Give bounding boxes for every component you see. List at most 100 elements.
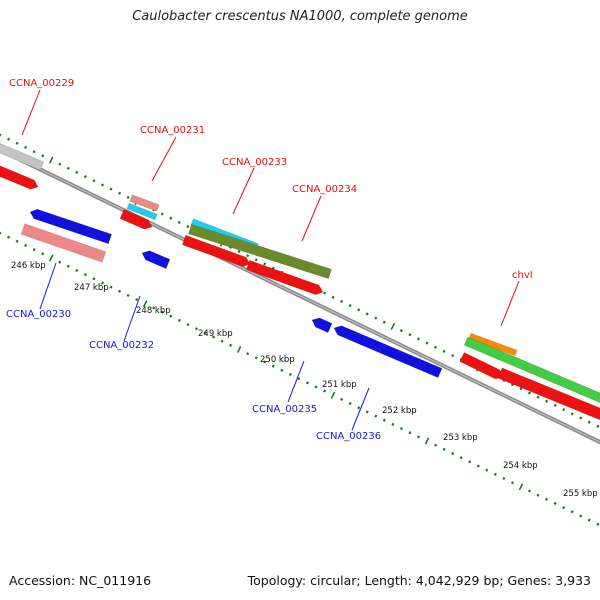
upper-track-minor-tick: [66, 166, 70, 170]
upper-track-minor-tick: [118, 191, 122, 195]
gene-label-ccna00232: CCNA_00232: [89, 340, 154, 351]
lower-track-minor-tick: [553, 501, 557, 506]
lower-track-minor-tick: [442, 447, 446, 451]
upper-track-minor-tick: [169, 216, 173, 220]
label-leader-lines: [21, 89, 520, 431]
lower-track-minor-tick: [510, 481, 514, 485]
lower-track-minor-tick: [58, 260, 62, 264]
upper-track-minor-tick: [519, 387, 523, 391]
lower-track-minor-tick: [288, 372, 292, 377]
lower-track-minor-tick: [203, 331, 207, 335]
lower-track-minor-tick: [305, 381, 309, 385]
upper-track-minor-tick: [527, 391, 532, 395]
lower-track-minor-tick: [416, 435, 420, 439]
upper-track-minor-tick: [160, 212, 164, 216]
upper-track-minor-tick: [15, 141, 19, 145]
scale-label-252-kbp: 252 kbp: [382, 406, 417, 416]
lower-track-minor-tick: [211, 335, 216, 339]
upper-track-minor-tick: [177, 220, 181, 224]
lower-track-minor-tick: [485, 468, 489, 472]
gene-label-chvi: chvI: [512, 270, 533, 281]
cds-ccna00233: [181, 234, 251, 267]
upper-track-minor-tick: [442, 349, 446, 353]
scale-label-246-kbp: 246 kbp: [11, 261, 46, 271]
cds-downstream: [497, 367, 600, 421]
upper-track-minor-tick: [75, 170, 79, 175]
upper-track-minor-tick: [348, 304, 352, 308]
upper-track-minor-tick: [109, 187, 113, 191]
upper-track-minor-tick: [553, 403, 557, 408]
scale-label-255-kbp: 255 kbp: [563, 489, 598, 499]
upper-track-minor-tick: [545, 399, 549, 403]
gene-label-ccna00230: CCNA_00230: [6, 309, 71, 320]
misc-feature-grey: [0, 143, 45, 171]
leader-line-5: [39, 262, 57, 310]
lower-track-major-tick: [424, 437, 430, 445]
upper-track-minor-tick: [425, 341, 429, 345]
upper-track-minor-tick: [186, 224, 190, 229]
lower-track-minor-tick: [451, 451, 455, 456]
lower-track-minor-tick: [75, 268, 79, 273]
lower-track-minor-tick: [468, 460, 472, 464]
upper-track-minor-tick: [237, 249, 241, 254]
lower-track-minor-tick: [126, 293, 130, 297]
lower-track-minor-tick: [297, 377, 301, 381]
upper-track-minor-tick: [570, 412, 574, 416]
backbone-highlight: [0, 149, 600, 443]
lower-track-minor-tick: [493, 472, 497, 476]
upper-track-minor-tick: [408, 333, 412, 337]
lower-track-major-tick: [236, 346, 242, 354]
lower-track-minor-tick: [459, 456, 463, 460]
lower-track-minor-tick: [0, 231, 2, 235]
lower-track-minor-tick: [382, 418, 386, 422]
lower-track-minor-tick: [374, 414, 378, 418]
scale-label-247-kbp: 247 kbp: [74, 283, 109, 293]
accession-text: Accession: NC_011916: [9, 573, 152, 588]
upper-track-minor-tick: [254, 258, 258, 262]
upper-track-minor-tick: [365, 312, 369, 316]
scale-label-253-kbp: 253 kbp: [443, 433, 478, 443]
upper-track-minor-tick: [587, 420, 591, 424]
lower-track-major-tick: [48, 254, 54, 262]
lower-track-minor-tick: [340, 397, 344, 402]
upper-track-minor-tick: [434, 345, 438, 349]
gene-label-ccna00233: CCNA_00233: [222, 157, 287, 168]
leader-line-8: [351, 387, 370, 431]
upper-track-minor-tick: [357, 308, 361, 312]
lower-track-minor-tick: [254, 356, 258, 360]
scale-label-248-kbp: 248 kbp: [136, 306, 171, 316]
scale-label-251-kbp: 251 kbp: [322, 380, 357, 390]
lower-track-minor-tick: [545, 497, 549, 501]
lower-track-minor-tick: [100, 281, 105, 285]
upper-track-minor-tick: [374, 316, 378, 320]
lower-track-minor-tick: [66, 264, 70, 268]
lower-track-minor-tick: [7, 235, 11, 239]
lower-track-minor-tick: [118, 289, 122, 293]
feature-chvi-green: [463, 336, 600, 403]
lower-track-minor-tick: [536, 493, 540, 497]
upper-track-minor-tick: [399, 329, 403, 333]
lower-track-minor-tick: [323, 389, 327, 393]
cds-ccna00235: [311, 317, 333, 333]
cds-ccna00229: [0, 165, 39, 190]
backbone: [0, 147, 600, 445]
gene-label-ccna00229: CCNA_00229: [9, 78, 74, 89]
lower-track-minor-tick: [399, 427, 403, 431]
topology-text: Topology: circular; Length: 4,042,929 bp…: [247, 573, 591, 588]
lower-track-minor-tick: [92, 277, 96, 281]
lower-track-minor-tick: [579, 514, 583, 518]
lower-track-minor-tick: [502, 476, 506, 481]
leader-line-7: [287, 360, 305, 403]
lower-track-minor-tick: [177, 318, 181, 322]
lower-track-minor-tick: [391, 422, 395, 426]
upper-track-minor-tick: [100, 183, 105, 187]
lower-track-minor-tick: [246, 352, 250, 356]
lower-track-minor-tick: [280, 368, 284, 372]
rrna-feature: [20, 223, 107, 263]
lower-track-minor-tick: [314, 385, 318, 389]
upper-track-minor-tick: [41, 154, 45, 158]
upper-track-minor-tick: [323, 291, 327, 295]
